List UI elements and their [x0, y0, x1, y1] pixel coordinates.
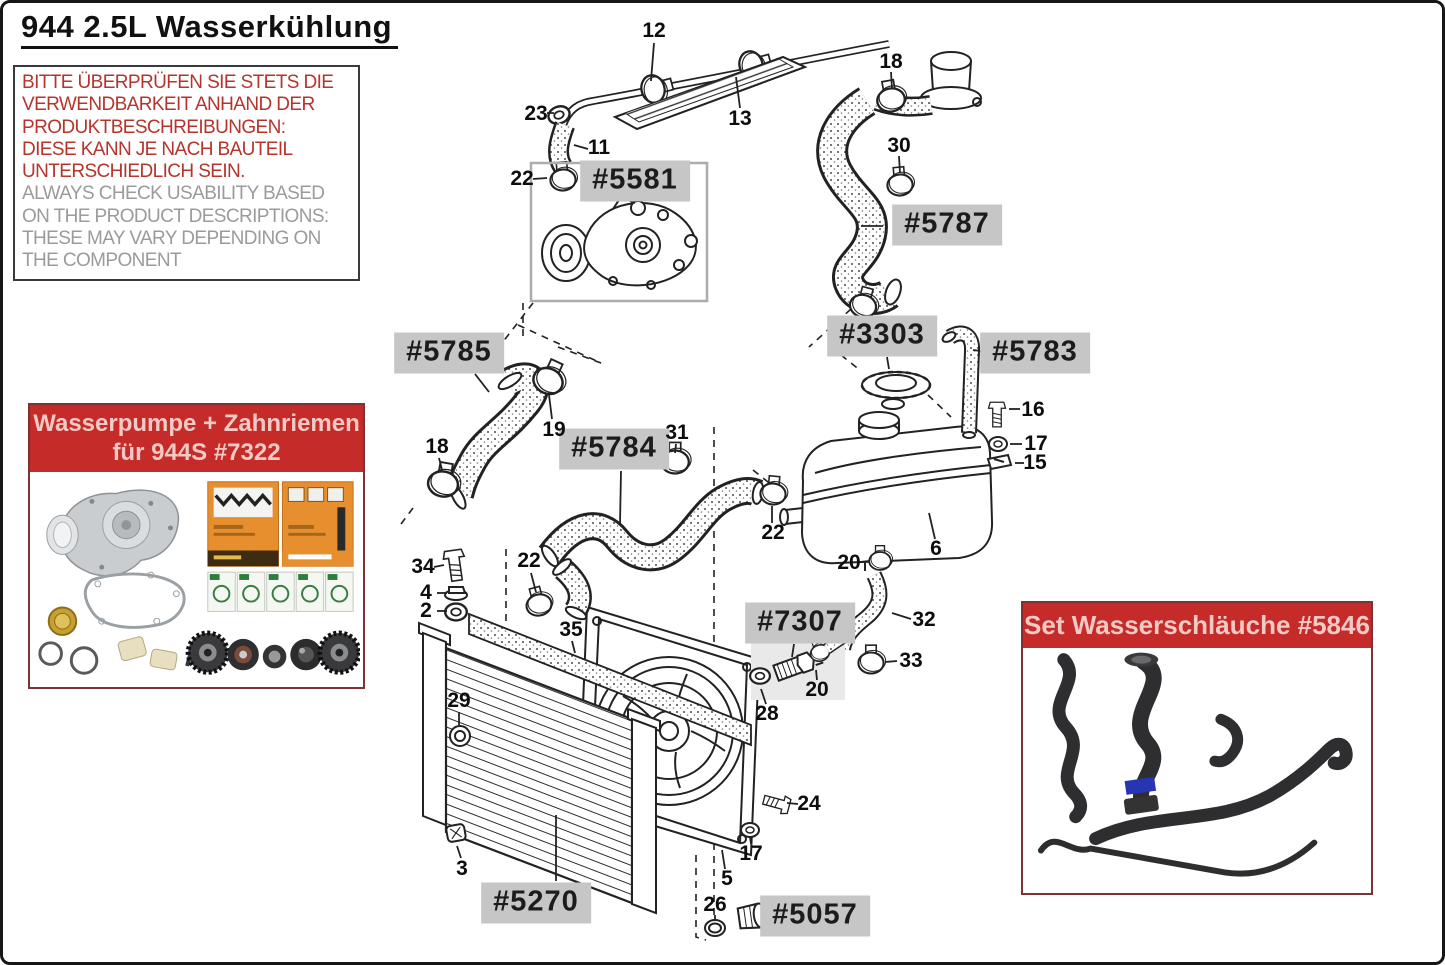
callout-number: 23 [524, 102, 548, 125]
fitting-7307 [748, 627, 855, 700]
warning-line: VERWENDBARKEIT ANHAND DER [22, 94, 315, 116]
warning-line: BITTE ÜBERPRÜFEN SIE STETS DIE [22, 72, 334, 93]
warning-line: ALWAYS CHECK USABILITY BASED [22, 183, 325, 205]
warning-line: THE COMPONENT [22, 250, 182, 272]
radiator-foam-strip [468, 612, 752, 747]
radiator-elbow-hose [521, 558, 592, 621]
pressure-cap-3303 [860, 370, 932, 410]
lower-radiator-hose-5785 [424, 354, 575, 510]
water-pump-5581 [529, 161, 709, 303]
part-number-label: #5785 [394, 332, 504, 374]
part-number-label: #3303 [827, 315, 937, 357]
callout-number: 6 [930, 537, 942, 560]
callout-number: 2 [420, 599, 432, 622]
callout-number: 5 [721, 867, 733, 890]
callout-number: 22 [761, 521, 785, 544]
part-number-label: #7307 [745, 602, 855, 644]
radiator-mount-hardware [441, 548, 469, 622]
callout-number: 15 [1023, 451, 1047, 474]
callout-number: 24 [797, 792, 821, 815]
part-number-label: #5270 [481, 882, 591, 924]
callout-number: 19 [542, 418, 566, 441]
callout-number: 11 [587, 136, 611, 159]
callout-number: 35 [559, 618, 583, 641]
part-number-label: #5783 [980, 332, 1090, 374]
radiator [418, 621, 661, 915]
callout-number: 22 [517, 549, 541, 572]
callout-number: 18 [879, 50, 903, 73]
water-pump-kit-title: Wasserpumpe + Zahnriemen für 944S #7322 [30, 405, 363, 472]
callout-number: 26 [703, 893, 727, 916]
elbow-hose-11 [544, 102, 580, 193]
callout-number: 17 [739, 842, 763, 865]
callout-number: 28 [755, 702, 779, 725]
part-number-label: #5784 [559, 428, 669, 470]
part-number-label: #5057 [760, 895, 870, 937]
callout-number: 32 [912, 608, 936, 631]
hose-blue-band [1124, 776, 1157, 795]
coolant-pipe-12 [559, 40, 890, 127]
part-number-label: #5581 [580, 160, 690, 202]
callout-number: 22 [510, 167, 534, 190]
callout-number: 18 [425, 435, 449, 458]
callout-number: 20 [805, 678, 829, 701]
hose-set-promo: Set Wasserschläuche #5846 [1021, 601, 1373, 895]
upper-radiator-hose-5787 [816, 87, 902, 322]
callout-number: 30 [887, 134, 911, 157]
warning-line: PRODUKTBESCHREIBUNGEN: [22, 116, 286, 138]
callout-number: 20 [837, 551, 861, 574]
water-pump-kit-promo: Wasserpumpe + Zahnriemen für 944S #7322 [28, 403, 365, 689]
page-title: 944 2.5L Wasserkühlung [21, 9, 399, 49]
water-pump-kit-title-line2: für 944S #7322 [112, 439, 281, 466]
air-shield-13 [612, 55, 808, 131]
callout-number: 17 [1024, 432, 1048, 455]
warning-line: THESE MAY VARY DEPENDING ON [22, 228, 321, 250]
water-pump-kit-photo [33, 472, 360, 684]
warning-line: ON THE PRODUCT DESCRIPTIONS: [22, 205, 329, 227]
water-pump-kit-title-line1: Wasserpumpe + Zahnriemen [33, 410, 360, 437]
callout-number: 13 [728, 107, 752, 130]
hose-set-photo [1026, 650, 1368, 890]
warning-line: UNTERSCHIEDLICH SEIN. [22, 161, 245, 183]
part-number-label: #5787 [892, 204, 1002, 246]
hose-set-title: Set Wasserschläuche #5846 [1023, 603, 1371, 648]
callout-number: 29 [447, 689, 471, 712]
vent-hose-5783 [941, 325, 981, 439]
callout-number: 3 [456, 857, 468, 880]
water-neck-housing [872, 51, 982, 198]
tank-mount-hardware [986, 401, 1013, 471]
callout-number: 33 [899, 649, 923, 672]
leader-lines [433, 42, 1024, 921]
callout-number: 31 [665, 421, 689, 444]
expansion-tank-6 [779, 411, 994, 571]
callout-number: 4 [420, 581, 432, 604]
callout-number: 16 [1021, 398, 1045, 421]
warning-line: DIESE KANN JE NACH BAUTEIL [22, 138, 293, 160]
callout-number: 34 [411, 555, 435, 578]
callout-number: 12 [642, 19, 666, 42]
radiator-grommet-3 [445, 823, 467, 843]
radiator-fitting-29 [449, 725, 471, 747]
